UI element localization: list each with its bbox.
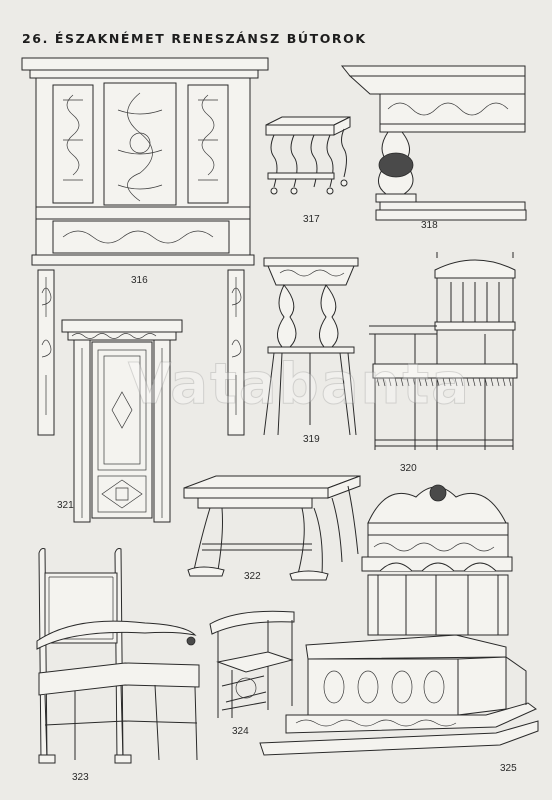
stool-icon <box>263 257 359 436</box>
figure-321-door <box>60 318 184 526</box>
armchair-icon <box>36 548 200 764</box>
canopy-bench-icon <box>259 484 539 756</box>
figure-320-armchair <box>365 250 525 462</box>
page-title: 26. ÉSZAKNÉMET RENESZÁNSZ BÚTOROK <box>22 31 367 46</box>
figure-318-table-fragment <box>340 62 530 224</box>
figure-label-323: 323 <box>72 772 89 783</box>
armchair-icon <box>369 252 518 450</box>
figure-label-316: 316 <box>131 275 148 286</box>
figure-label-317: 317 <box>303 214 320 225</box>
figure-316-cupboard <box>18 55 273 440</box>
figure-325-canopy-bench <box>256 475 541 767</box>
corner-chair-icon <box>209 610 295 718</box>
figure-317-footstool <box>262 115 352 200</box>
figure-324-corner-chair <box>208 610 300 722</box>
figure-label-320: 320 <box>400 463 417 474</box>
figure-label-322: 322 <box>244 571 261 582</box>
table-leg-icon <box>340 65 527 221</box>
figure-label-324: 324 <box>232 726 249 737</box>
door-icon <box>61 319 183 523</box>
figure-319-stool <box>260 255 360 440</box>
figure-label-318: 318 <box>421 220 438 231</box>
cupboard-icon <box>21 57 269 436</box>
footstool-icon <box>265 116 351 195</box>
table-icon <box>183 475 361 581</box>
figure-label-321: 321 <box>57 500 74 511</box>
figure-323-armchair <box>35 545 205 767</box>
figure-label-325: 325 <box>500 763 517 774</box>
figure-label-319: 319 <box>303 434 320 445</box>
figure-322-table <box>182 474 364 586</box>
